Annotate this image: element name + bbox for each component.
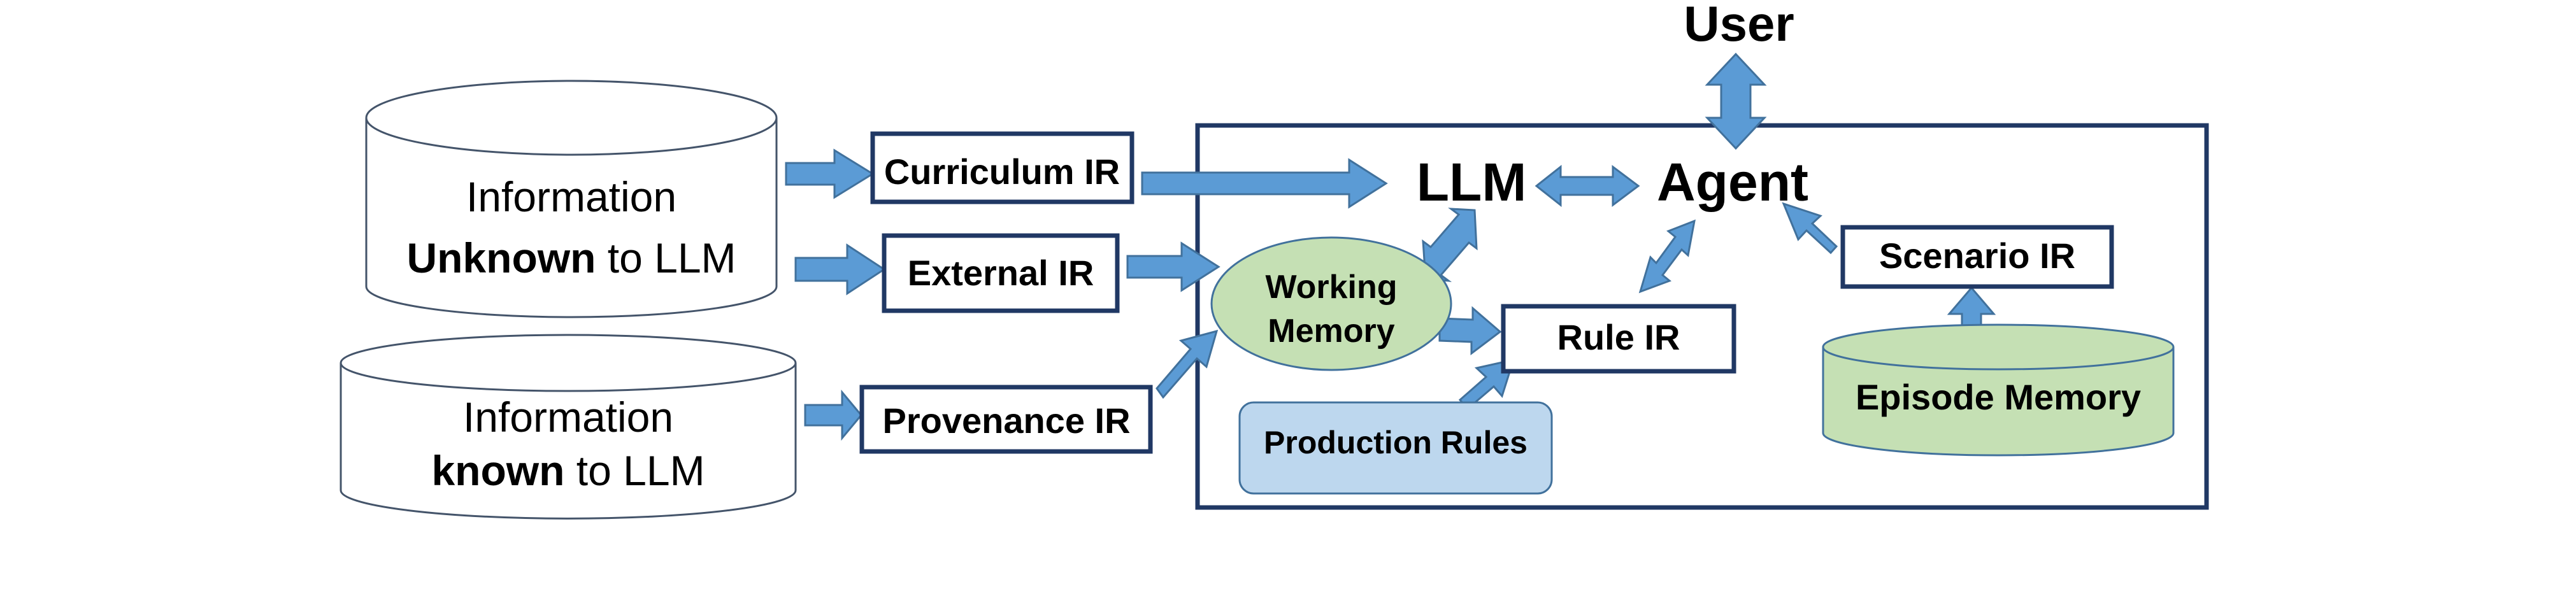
production-rules-label: Production Rules (1264, 425, 1528, 460)
llm-label: LLM (1417, 152, 1527, 212)
episode-memory-cylinder: Episode Memory (1822, 323, 2175, 457)
provenance-ir-box: Provenance IR (859, 385, 1153, 454)
episode-memory-label: Episode Memory (1856, 377, 2141, 417)
arrow-provenance-to-working-memory (1156, 329, 1219, 399)
agent-label: Agent (1657, 152, 1808, 212)
agent-system-frame (1195, 123, 2209, 510)
scenario-ir-box: Scenario IR (1840, 225, 2114, 289)
arrow-agent-user (1705, 52, 1767, 150)
external-ir-label: External IR (908, 253, 1094, 293)
arrow-scenario-to-agent (1782, 202, 1838, 255)
rule-ir-box: Rule IR (1501, 304, 1736, 374)
arrow-db-to-external (794, 243, 886, 295)
arrow-agent-rule-ir (1638, 219, 1696, 294)
working-memory-line1: Working (1265, 269, 1397, 306)
arrow-db-to-provenance (804, 389, 862, 441)
arrow-external-to-working-memory (1126, 241, 1220, 292)
rule-ir-label: Rule IR (1557, 317, 1680, 357)
arrow-db-to-curriculum (785, 148, 875, 199)
curriculum-ir-box: Curriculum IR (870, 131, 1134, 204)
user-label: User (1684, 0, 1794, 52)
information-known-cylinder: Information known to LLM (340, 334, 797, 520)
information-unknown-line1: Information (466, 173, 676, 220)
arrow-llm-agent (1535, 164, 1640, 208)
information-unknown-line2: Unknown to LLM (406, 234, 736, 281)
provenance-ir-label: Provenance IR (882, 401, 1130, 441)
information-unknown-cylinder: Information Unknown to LLM (365, 80, 778, 318)
external-ir-box: External IR (882, 233, 1120, 313)
curriculum-ir-label: Curriculum IR (884, 152, 1120, 192)
arrow-working-memory-to-rule-ir (1438, 306, 1502, 356)
scenario-ir-label: Scenario IR (1879, 236, 2075, 276)
production-rules-box: Production Rules (1238, 401, 1553, 495)
working-memory-line2: Memory (1268, 313, 1394, 350)
information-known-line1: Information (463, 394, 673, 441)
arrow-curriculum-to-llm (1141, 158, 1388, 209)
information-known-line2: known to LLM (431, 447, 705, 494)
working-memory-ellipse: Working Memory (1210, 236, 1452, 371)
